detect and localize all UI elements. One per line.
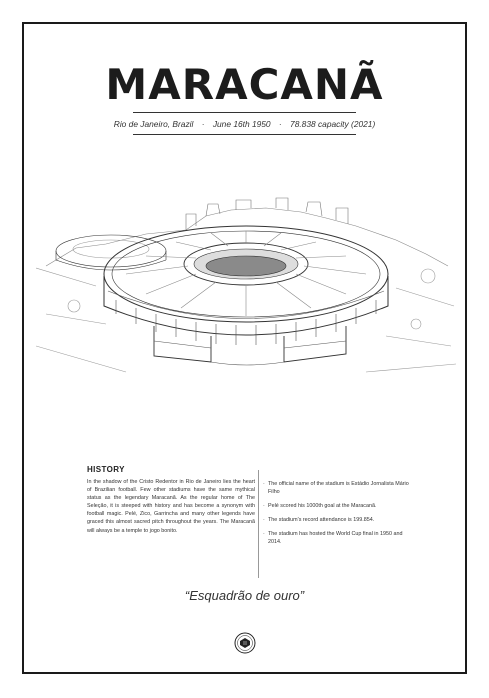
page-title: MARACANÃ: [105, 60, 384, 109]
subtitle-separator: ·: [201, 119, 205, 129]
fact-item: Pelé scored his 1000th goal at the Marac…: [263, 502, 413, 510]
quote: “Esquadrão de ouro”: [184, 588, 305, 603]
history-text: In the shadow of the Cristo Redentor in …: [87, 479, 255, 534]
facts-list: The official name of the stadium is Está…: [263, 480, 413, 552]
fact-item: The stadium's record attendance is 199.8…: [263, 516, 413, 524]
stadium-illustration: [36, 197, 456, 373]
subtitle-date: June 16th 1950: [212, 119, 271, 129]
title-divider-top: [133, 112, 356, 113]
subtitle: Rio de Janeiro, Brazil · June 16th 1950 …: [0, 119, 489, 129]
crest-logo-icon: [234, 632, 256, 654]
history-heading: HISTORY: [87, 465, 125, 474]
column-divider: [258, 470, 259, 578]
subtitle-capacity: 78.838 capacity (2021): [290, 119, 376, 129]
poster-frame: [22, 22, 467, 674]
subtitle-location: Rio de Janeiro, Brazil: [113, 119, 194, 129]
fact-item: The official name of the stadium is Está…: [263, 480, 413, 496]
subtitle-separator: ·: [278, 119, 282, 129]
title-divider-bottom: [133, 134, 356, 135]
fact-item: The stadium has hosted the World Cup fin…: [263, 530, 413, 546]
